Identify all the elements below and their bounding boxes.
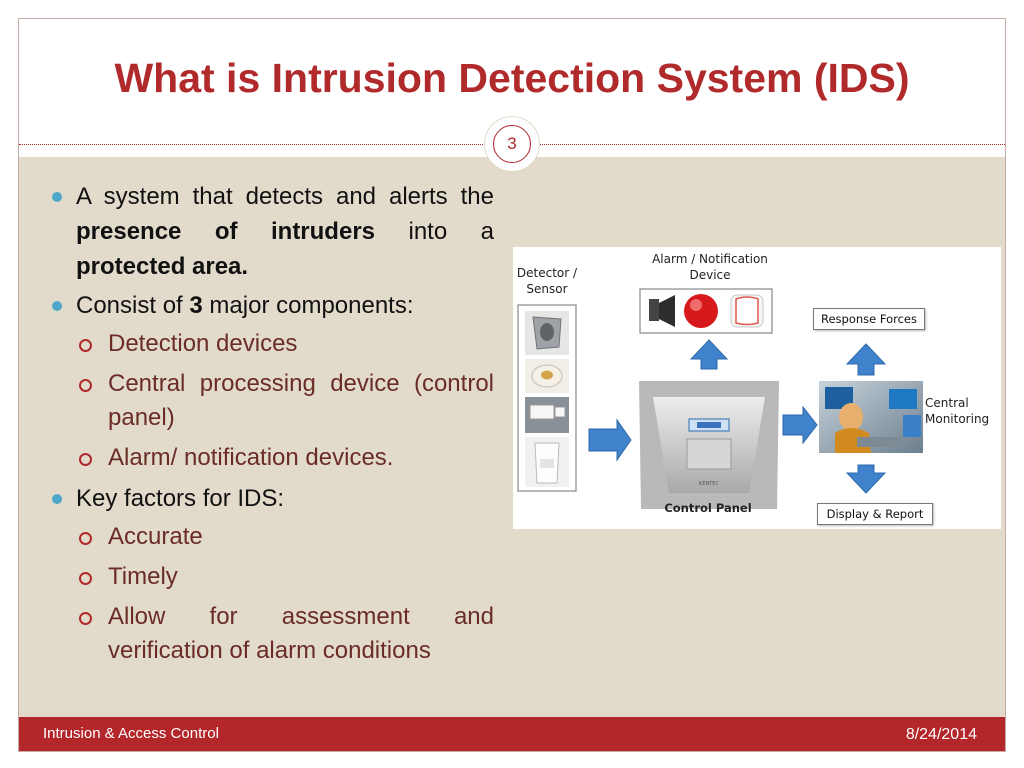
footer-title: Intrusion & Access Control (43, 725, 219, 742)
page-number: 3 (493, 125, 531, 163)
display-report-box: Display & Report (817, 503, 933, 525)
page-number-badge: 3 (484, 116, 540, 172)
central-monitoring-photo (819, 381, 923, 453)
sub-bullet-ring-icon (79, 532, 92, 545)
sub-bullet-ring-icon (79, 339, 92, 352)
ids-diagram: KENTEC Detector / (513, 247, 1001, 529)
bullet-dot-icon (52, 494, 62, 504)
bullet-dot-icon (52, 192, 62, 202)
ids-diagram-graphics: KENTEC (517, 288, 923, 509)
sub-bullet-ring-icon (79, 572, 92, 585)
control-panel-icon: KENTEC (639, 381, 779, 509)
bullet-key-factors: Key factors for IDS: (49, 481, 494, 516)
sub-bullet-ring-icon (79, 453, 92, 466)
slide: What is Intrusion Detection System (IDS)… (18, 18, 1006, 752)
sub-bullet-accurate: Accurate (49, 520, 494, 554)
slide-title: What is Intrusion Detection System (IDS) (114, 55, 910, 101)
bullet-components: Consist of 3 major components: (49, 288, 494, 323)
central-monitoring-label: Central Monitoring (925, 396, 990, 426)
sub-bullet-timely: Timely (49, 560, 494, 594)
svg-text:KENTEC: KENTEC (699, 481, 719, 487)
detector-sensor-icons (517, 304, 577, 492)
detector-sensor-label: Detector / Sensor (516, 266, 578, 296)
sub-bullet-alarm-devices: Alarm/ notification devices. (49, 441, 494, 475)
bullet-list: A system that detects and alerts the pre… (49, 179, 494, 674)
sub-bullet-ring-icon (79, 612, 92, 625)
footer-date: 8/24/2014 (905, 726, 977, 743)
alarm-notification-label: Alarm / Notification Device (652, 252, 768, 282)
sub-bullet-central-processing: Central processing device (control panel… (49, 367, 494, 435)
control-panel-label: Control Panel (664, 501, 752, 515)
sub-bullet-detection-devices: Detection devices (49, 327, 494, 361)
bullet-definition: A system that detects and alerts the pre… (49, 179, 494, 284)
alarm-notification-icons (639, 288, 773, 334)
response-forces-box: Response Forces (813, 308, 925, 330)
sub-bullet-assessment: Allow for assessment and verification of… (49, 600, 494, 668)
sub-bullet-ring-icon (79, 379, 92, 392)
bullet-dot-icon (52, 301, 62, 311)
flow-arrows (588, 339, 887, 494)
footer-bar: Intrusion & Access Control 8/24/2014 (19, 717, 1005, 751)
